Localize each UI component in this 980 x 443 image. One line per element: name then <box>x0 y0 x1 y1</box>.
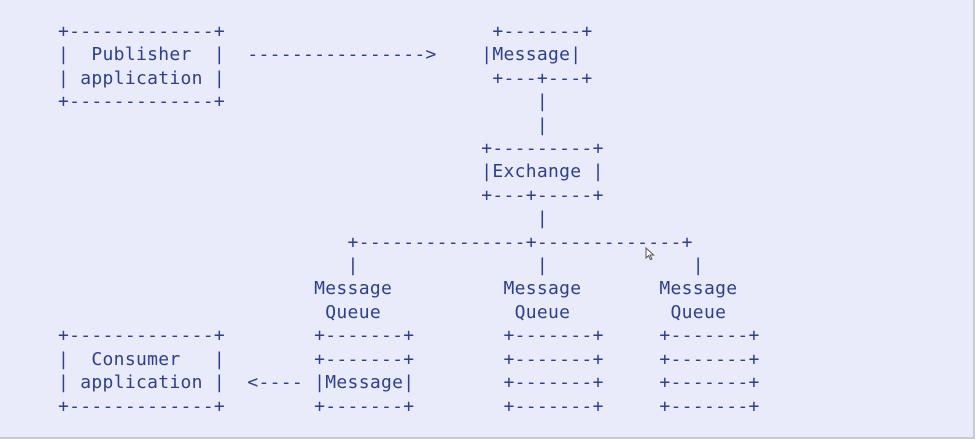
diagram-line: | Consumer | +-------+ +-------+ +------… <box>58 348 760 370</box>
diagram-line: +-------------+ +-------+ +-------+ +---… <box>58 325 760 347</box>
diagram-line: | <box>58 114 549 136</box>
ascii-architecture-diagram: +-------------+ +-------+ | Publisher | … <box>58 20 760 418</box>
diagram-line: | <box>58 208 549 230</box>
diagram-line: +-------------+ | <box>58 91 549 113</box>
diagram-line: Message Message Message <box>58 278 738 300</box>
diagram-line: | Publisher | ----------------> |Message… <box>58 44 582 66</box>
diagram-line: +-------------+ +-------+ +-------+ +---… <box>58 395 760 417</box>
diagram-line: Queue Queue Queue <box>58 301 727 323</box>
diagram-line: | application | +---+---+ <box>58 67 593 89</box>
diagram-line: +-------------+ +-------+ <box>58 21 593 42</box>
diagram-line: | | | <box>58 255 704 277</box>
diagram-line: +---------------+-------------+ <box>58 231 693 253</box>
diagram-line: | application | <---- |Message| +-------… <box>58 372 760 394</box>
diagram-line: |Exchange | <box>58 161 604 183</box>
diagram-line: +---------+ <box>58 138 604 160</box>
diagram-line: +---+-----+ <box>58 184 604 206</box>
mouse-pointer-icon <box>645 247 655 261</box>
